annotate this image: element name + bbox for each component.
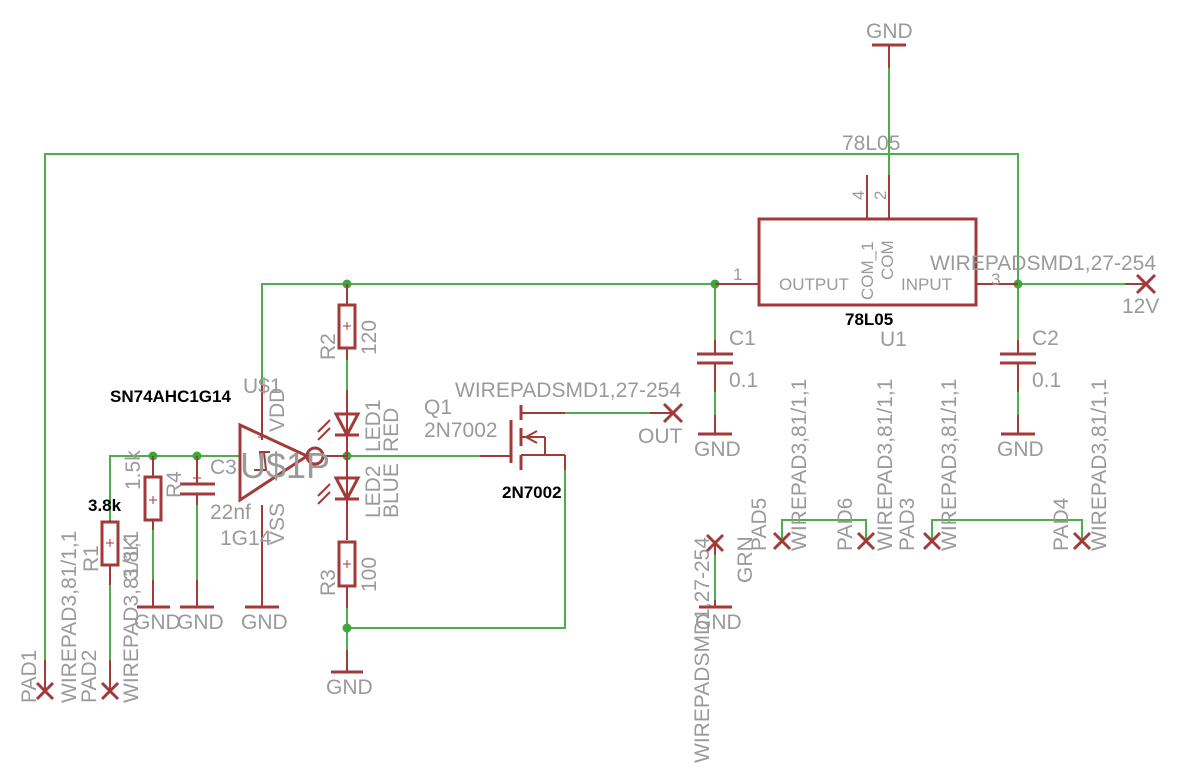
pin-number: 2	[871, 191, 890, 200]
c2-name: C2	[1032, 327, 1059, 350]
light-arrow-icon	[317, 419, 331, 433]
resistor-r1[interactable]: 3.8k R1 3.8K	[80, 496, 143, 585]
led1-color: RED	[380, 408, 403, 452]
r4-value: 1.5k	[122, 450, 145, 490]
c2-value: 0.1	[1032, 369, 1061, 392]
gnd-label: GND	[241, 611, 288, 634]
pin-label-output: OUTPUT	[779, 275, 849, 294]
pin-label-vss: VSS	[266, 503, 289, 545]
wire-pad1-to-12v[interactable]	[44, 153, 1019, 690]
c1-name: C1	[729, 327, 756, 350]
gnd-symbol: GND	[866, 20, 913, 68]
r2-value: 120	[358, 320, 381, 355]
pad-label: WIREPADSMD1,27-254	[930, 252, 1156, 275]
resistor-r2[interactable]: R2 120	[317, 284, 381, 360]
gnd-label: GND	[694, 438, 741, 461]
pin-label-com: COM_1	[858, 241, 877, 300]
pin-number: 4	[849, 191, 868, 200]
pin-number: 1	[733, 265, 742, 284]
pad5[interactable]: PAD5 WIREPAD3,81/1,1	[748, 379, 811, 551]
net-label-out: OUT	[638, 425, 683, 448]
pad1[interactable]: PAD1 WIREPAD3,81/1,1	[18, 531, 81, 703]
pad4[interactable]: PAD4 WIREPAD3,81/1,1	[1050, 379, 1111, 551]
r1-value-label: 3.8K	[120, 537, 143, 580]
gnd-label: GND	[134, 611, 181, 634]
pin-label-input: INPUT	[901, 275, 952, 294]
pad1-name: PAD1	[18, 650, 41, 703]
gnd-label: GND	[997, 438, 1044, 461]
gnd-label: GND	[177, 611, 224, 634]
wire-pad5-pad6[interactable]	[781, 519, 867, 541]
pad6[interactable]: PAD6 WIREPAD3,81/1,1	[834, 379, 897, 551]
junction	[342, 623, 352, 633]
pin-label-vdd: VDD	[266, 388, 289, 432]
led2-name: LED2	[362, 465, 385, 518]
regulator-name: U1	[880, 328, 907, 351]
wire-5v-rail[interactable]	[261, 283, 715, 430]
wire-pad3-pad4[interactable]	[931, 519, 1083, 541]
q1-value: 2N7002	[424, 419, 498, 442]
wire-source-gnd[interactable]	[347, 470, 566, 629]
resistor-r4[interactable]: 1.5k R4 GND	[122, 450, 186, 634]
r4-name: R4	[163, 471, 186, 498]
pad4-label: WIREPAD3,81/1,1	[1088, 379, 1111, 551]
pin-label-com: COM	[878, 240, 897, 280]
grn-pad-label: WIREPADSMD1,27-254	[691, 537, 714, 763]
pad1-label: WIREPAD3,81/1,1	[58, 531, 81, 703]
pad5-name: PAD5	[748, 498, 771, 551]
regulator-value: 78L05	[845, 310, 893, 329]
led1[interactable]: LED1 RED	[317, 390, 403, 456]
c1-value: 0.1	[729, 369, 758, 392]
u1-part: 1G14	[220, 527, 272, 550]
pad3[interactable]: PAD3 WIREPAD3,81/1,1	[896, 379, 961, 551]
q1-name: Q1	[424, 396, 452, 419]
r1-name: R1	[80, 545, 103, 572]
pad2-name: PAD2	[78, 650, 101, 703]
pad-grn[interactable]: GND WIREPADSMD1,27-254 GRN	[691, 533, 757, 763]
r3-name: R3	[317, 569, 340, 596]
pad-label: WIREPADSMD1,27-254	[455, 379, 681, 402]
led1-name: LED1	[362, 399, 385, 452]
grn-pad-name: GRN	[734, 536, 757, 583]
r1-value: 3.8k	[88, 496, 122, 515]
pad6-name: PAD6	[834, 498, 857, 551]
capacitor-c1[interactable]: C1 0.1 GND	[694, 327, 758, 461]
r3-value: 100	[358, 557, 381, 592]
regulator-value-label: 78L05	[842, 132, 900, 155]
u1-bold-value: SN74AHC1G14	[110, 387, 231, 406]
pad5-label: WIREPAD3,81/1,1	[788, 379, 811, 551]
r2-name: R2	[317, 333, 340, 360]
pad-out[interactable]: WIREPADSMD1,27-254 OUT	[455, 379, 684, 448]
led2[interactable]: LED2 BLUE	[317, 456, 403, 540]
regulator-u1[interactable]: 1 3 4 2 OUTPUT INPUT COM_1 COM 78L05 U1 …	[715, 132, 1018, 351]
pad6-label: WIREPAD3,81/1,1	[874, 379, 897, 551]
u1-gate-label: U$1P	[240, 445, 330, 486]
pad3-name: PAD3	[896, 498, 919, 551]
gnd-label: GND	[326, 676, 373, 699]
capacitor-c2[interactable]: C2 0.1 GND	[997, 327, 1061, 461]
pad2-label: WIREPAD3,81/1,1	[120, 531, 143, 703]
c3-value: 22nf	[210, 501, 251, 524]
pad2[interactable]: PAD2 WIREPAD3,81/1,1	[78, 531, 143, 703]
u1-name: U$1	[243, 375, 282, 398]
mosfet-q1[interactable]: Q1 2N7002 2N7002	[424, 396, 566, 502]
pin-number: 3	[991, 270, 1000, 289]
gnd-label: GND	[866, 20, 913, 43]
pad-12v[interactable]: WIREPADSMD1,27-254 12V	[930, 252, 1159, 318]
resistor-r3[interactable]: R3 100 GND	[317, 540, 381, 699]
capacitor-c3[interactable]: C3 22nf GND	[177, 456, 251, 634]
c3-name: C3	[210, 456, 237, 479]
led2-color: BLUE	[380, 463, 403, 518]
q1-bold-value: 2N7002	[502, 483, 562, 502]
pad4-name: PAD4	[1050, 497, 1073, 551]
schmitt-inverter[interactable]: U$1 SN74AHC1G14 VDD VSS U$1P 1G14 GND	[110, 375, 347, 634]
gnd-label: GND	[695, 611, 742, 634]
light-arrow-icon	[317, 483, 331, 497]
net-label-12v: 12V	[1122, 295, 1159, 318]
pad3-label: WIREPAD3,81/1,1	[938, 379, 961, 551]
